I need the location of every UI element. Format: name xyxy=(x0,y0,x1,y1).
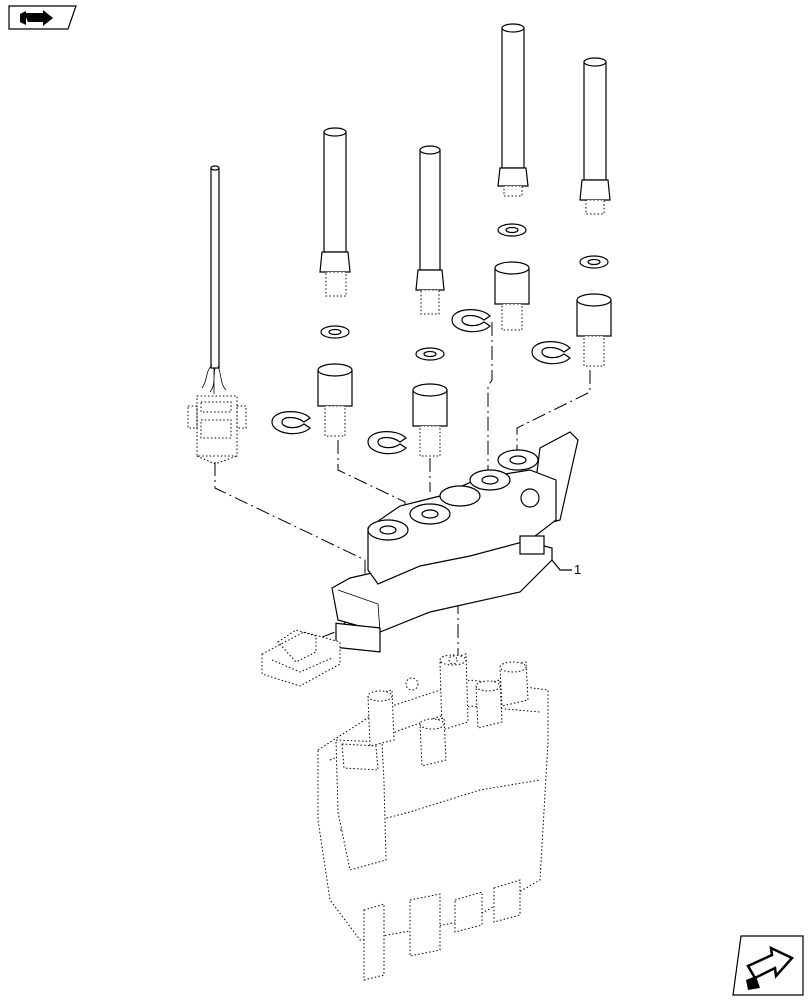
book-arrow-icon[interactable] xyxy=(8,5,77,30)
next-page-arrow-icon[interactable] xyxy=(732,935,804,996)
callout-1: 1 xyxy=(551,559,581,577)
pipe-assembly-3 xyxy=(451,23,530,333)
manifold-block xyxy=(331,431,579,653)
pipe-assembly-2 xyxy=(367,145,448,457)
control-valve xyxy=(317,653,549,981)
pipe-assembly-4 xyxy=(531,57,612,367)
wire-harness xyxy=(187,165,247,465)
pipe-assembly-1 xyxy=(271,127,353,437)
mounting-clip xyxy=(261,629,341,687)
callout-1-label: 1 xyxy=(574,562,581,577)
